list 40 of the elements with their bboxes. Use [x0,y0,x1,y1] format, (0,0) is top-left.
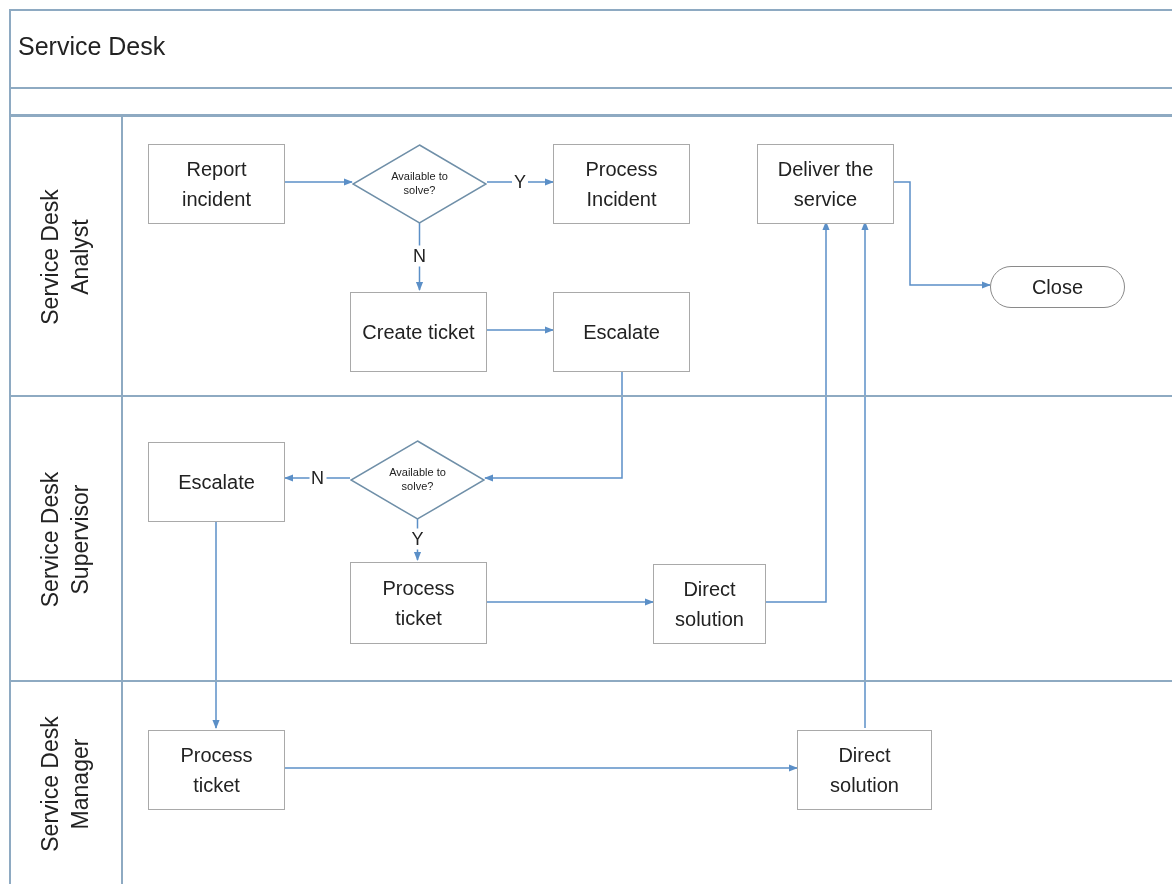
node-label: Available to solve? [388,466,447,494]
node-label: Escalate [178,470,255,495]
process-box [553,292,690,372]
arrow [486,598,654,606]
process-box [148,730,285,810]
arrow [486,326,554,334]
node-label: Process Incident [584,157,659,212]
arrow [284,474,351,482]
process-box [653,564,766,644]
terminal-box [990,266,1125,308]
decision-diamond [350,440,485,520]
node-label: Deliver the service [776,157,875,212]
lane-label: Service Desk Analyst [36,188,94,327]
diagram-title: Service Desk [18,32,166,61]
node-label: Direct solution [674,577,745,632]
node-label: Process ticket [179,743,254,798]
edge-label: N [411,245,428,267]
arrow [893,181,991,289]
arrow [486,178,554,186]
edge-label: Y [409,528,426,550]
process-box [350,292,487,372]
arrow [284,178,353,186]
arrow [415,221,424,291]
decision-diamond [352,144,487,224]
lane-label: Service Desk Supervisor [36,470,94,610]
lane-label: Service Desk Manager [36,715,94,854]
node-label: Close [1031,275,1084,299]
node-label: Process ticket [381,576,456,631]
process-box [797,730,932,810]
process-box [553,144,690,224]
arrow [284,764,798,772]
node-label: Create ticket [362,320,475,345]
process-box [148,442,285,522]
node-label: Available to solve? [390,170,449,198]
node-label: Report incident [181,157,252,212]
process-box [350,562,487,644]
node-label: Escalate [583,320,660,345]
process-box [757,144,894,224]
node-label: Direct solution [829,743,900,798]
process-box [148,144,285,224]
